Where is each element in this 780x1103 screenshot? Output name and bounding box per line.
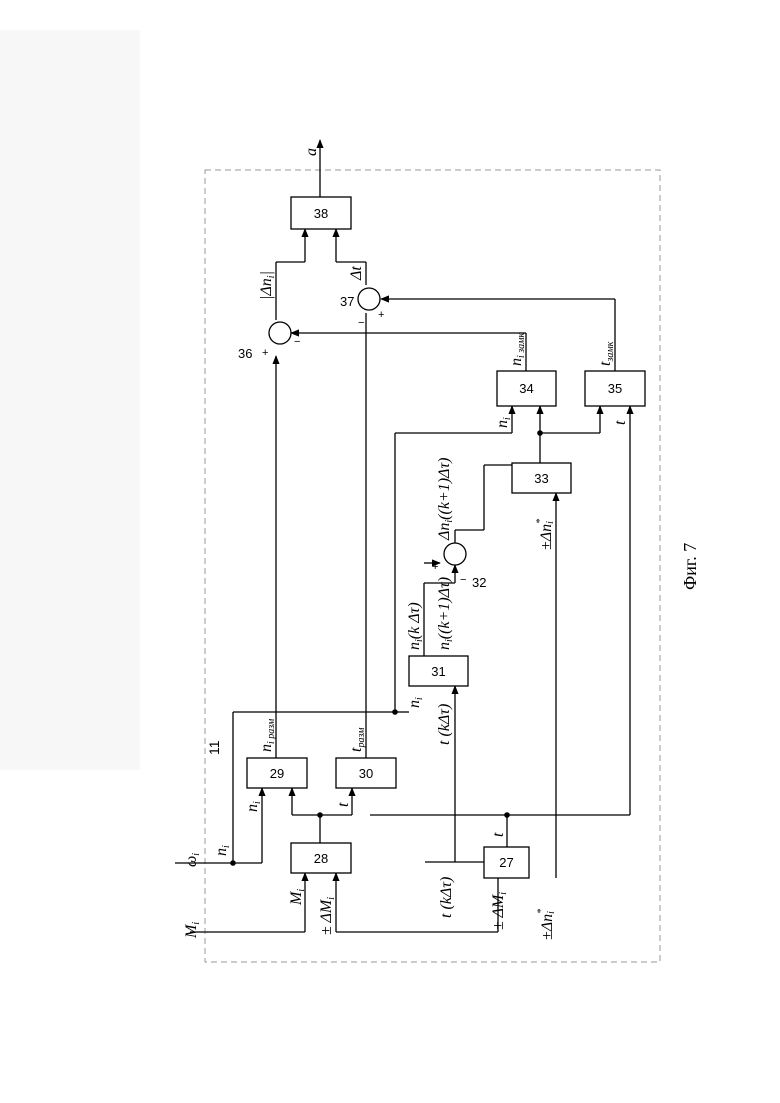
label-t-zamk: tзамк: [597, 341, 616, 366]
label-n-to-31: ni: [406, 697, 425, 708]
signal-labels: a Mi ωi ni Mi ± ΔMi ± ΔMi t (kΔτ) t ±Δn*…: [183, 148, 629, 940]
label-abs-dn: |Δni|: [258, 271, 277, 300]
label-n-to-34: ni: [494, 417, 513, 428]
label-t-to-35: t: [612, 420, 629, 425]
label-n-input: ni: [213, 845, 232, 856]
summer-36-minus-sign: −: [294, 336, 300, 348]
summer-36-label: 36: [238, 346, 252, 361]
block-35-label: 35: [608, 381, 622, 396]
block-28: 28: [291, 843, 351, 873]
block-27-label: 27: [499, 855, 513, 870]
label-n-k1tau: ni((k+1)Δτ): [436, 577, 455, 650]
block-35: 35: [585, 371, 645, 406]
summer-36-plus-sign: +: [262, 347, 268, 359]
block-38: 38: [291, 197, 351, 229]
wires: [175, 140, 630, 932]
label-t-razm: tразм: [348, 727, 367, 752]
label-n-razm: ni разм: [258, 718, 277, 752]
summer-32-plus-sign: +: [432, 561, 438, 573]
label-dn-to-33: ±Δn*i: [535, 519, 556, 550]
block-29-label: 29: [270, 766, 284, 781]
block-30-label: 30: [359, 766, 373, 781]
block-29: 29: [247, 758, 307, 788]
summer-37: 37 − +: [340, 288, 384, 329]
summer-37-minus-sign: −: [358, 317, 364, 329]
block-33-label: 33: [534, 471, 548, 486]
summer-32-label: 32: [472, 575, 486, 590]
summer-32-minus-sign: −: [460, 574, 466, 586]
block-28-label: 28: [314, 851, 328, 866]
block-34-label: 34: [519, 381, 533, 396]
label-omega-input: ωi: [183, 853, 202, 867]
label-t-ktau-31: t (kΔτ): [436, 704, 453, 745]
label-M-input: Mi: [183, 922, 202, 939]
label-dt: Δt: [348, 266, 365, 281]
label-dn-k1tau: Δni((k+1)Δτ): [436, 458, 455, 542]
label-dn-27: ±Δn*i: [536, 909, 557, 940]
unit-number: 11: [206, 740, 222, 755]
block-33: 33: [512, 463, 571, 493]
summer-37-plus-sign: +: [378, 309, 384, 321]
block-31: 31: [409, 656, 468, 686]
label-dM-to-28: ± ΔMi: [318, 897, 337, 935]
label-dM-to-27: ± ΔMi: [490, 892, 509, 930]
label-t-27: t: [490, 832, 507, 837]
label-M-to-28: Mi: [288, 889, 307, 906]
label-n-to-29: ni: [244, 801, 263, 812]
summer-36: 36 + −: [238, 322, 300, 361]
block-34: 34: [497, 371, 556, 406]
summer-37-label: 37: [340, 294, 354, 309]
label-t-to-30: t: [335, 802, 352, 807]
label-n-ktau: ni(k Δτ): [406, 602, 425, 650]
figure-caption: Фиг. 7: [680, 543, 700, 590]
label-output-a: a: [303, 148, 320, 156]
block-31-label: 31: [431, 664, 445, 679]
block-27: 27: [484, 847, 529, 878]
block-38-label: 38: [314, 206, 328, 221]
label-n-zamk: ni замк: [508, 332, 527, 366]
block-30: 30: [336, 758, 396, 788]
label-t-ktau-27: t (kΔτ): [438, 877, 455, 918]
junctions: [230, 430, 543, 866]
